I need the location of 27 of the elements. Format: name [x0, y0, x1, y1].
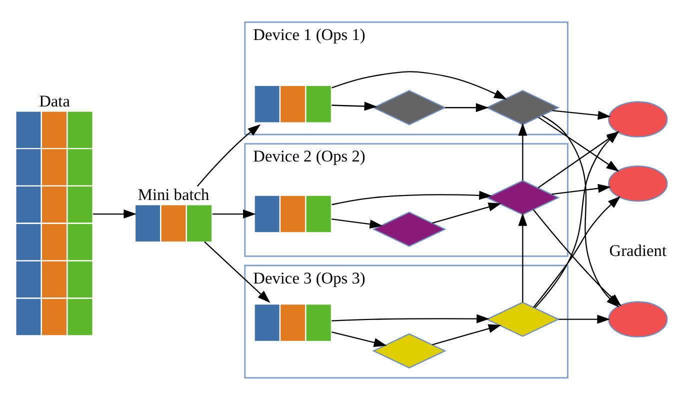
- arrow: [432, 324, 501, 346]
- arrow: [331, 218, 382, 229]
- node-circle: [608, 301, 668, 338]
- arrow: [331, 102, 377, 111]
- arrow: [331, 314, 489, 324]
- label: Gradient: [608, 240, 666, 260]
- arrow: [551, 184, 610, 195]
- node-label: Mini batch: [137, 185, 209, 204]
- node-diamond: [372, 212, 446, 247]
- arrow: [552, 110, 610, 120]
- arrow: [432, 202, 501, 224]
- arrow: [518, 122, 527, 180]
- arrow: [558, 314, 610, 324]
- arrow: [212, 210, 256, 219]
- arrow: [331, 71, 506, 100]
- arrow: [518, 213, 527, 302]
- arrow: [331, 332, 386, 347]
- node-circle: [608, 101, 668, 138]
- arrow: [92, 210, 136, 219]
- node-diamond: [372, 90, 446, 126]
- node-circle: [608, 166, 668, 202]
- arrow: [444, 103, 488, 112]
- cluster: Device 3 (Ops 3): [244, 264, 568, 378]
- arrow: [196, 124, 260, 187]
- arrow: [204, 241, 270, 303]
- arrow: [331, 190, 492, 206]
- node-label: Data: [38, 92, 70, 111]
